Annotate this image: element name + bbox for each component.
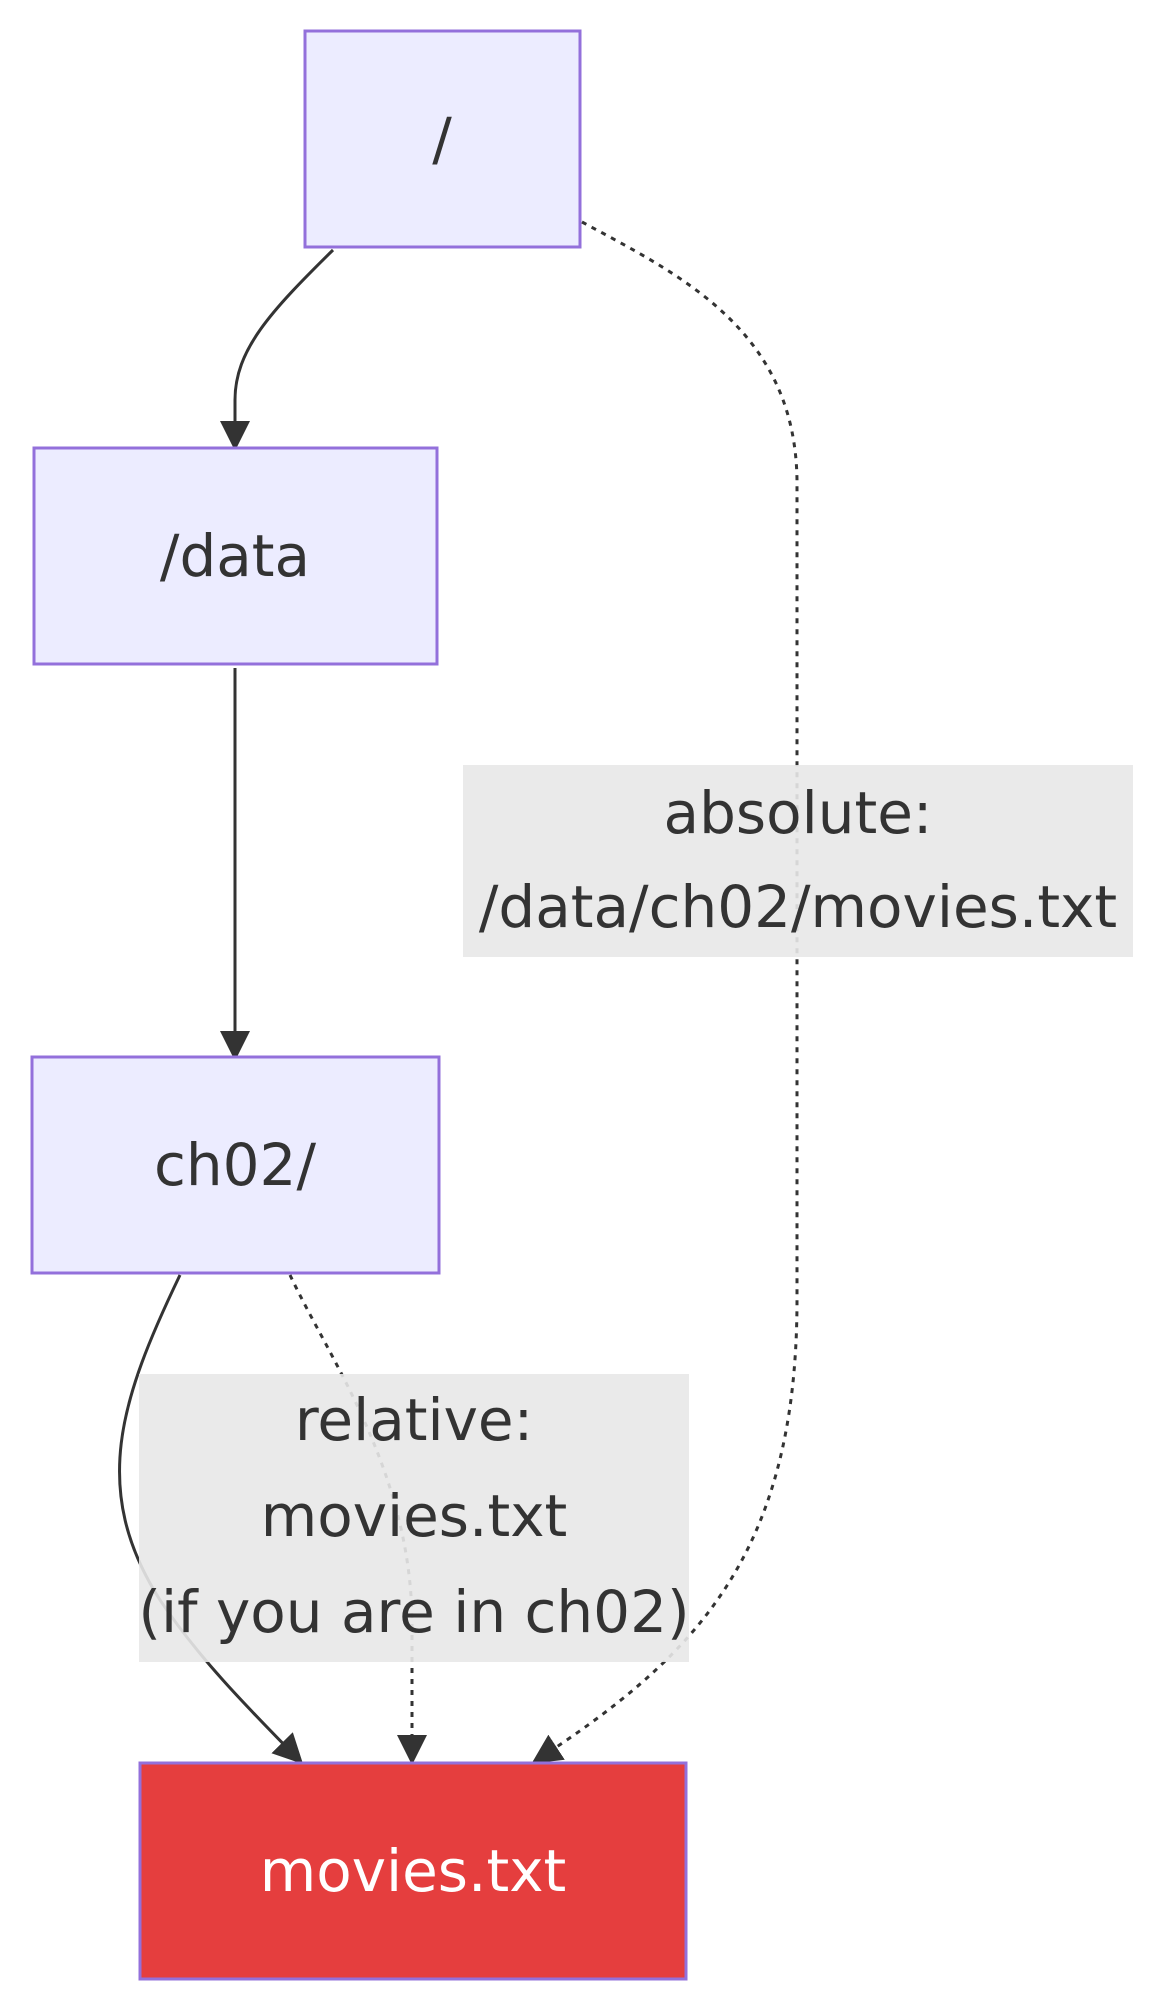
node-root-label: / — [432, 105, 452, 173]
node-movies: movies.txt — [138, 1761, 688, 1981]
node-root: / — [303, 29, 582, 249]
node-data-label: /data — [160, 522, 310, 590]
relative-label-line2: movies.txt — [261, 1482, 568, 1550]
absolute-label-line2: /data/ch02/movies.txt — [479, 873, 1117, 941]
node-ch02-label: ch02/ — [154, 1131, 316, 1199]
node-movies-label: movies.txt — [260, 1837, 567, 1905]
edge-root-to-movies-absolute — [531, 220, 799, 1764]
edge-label-absolute: absolute: /data/ch02/movies.txt — [463, 765, 1133, 957]
absolute-label-line1: absolute: — [664, 779, 933, 847]
relative-label-line1: relative: — [295, 1386, 533, 1454]
edge-label-relative: relative: movies.txt (if you are in ch02… — [138, 1374, 690, 1662]
edge-root-to-data — [220, 248, 335, 451]
node-data: /data — [32, 446, 439, 666]
node-ch02: ch02/ — [30, 1055, 441, 1275]
relative-label-line3: (if you are in ch02) — [138, 1578, 689, 1646]
